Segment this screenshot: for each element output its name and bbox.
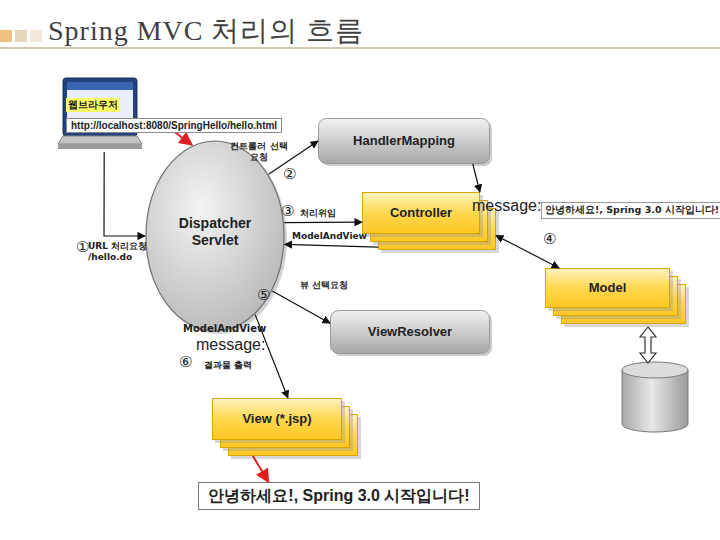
header-rule (0, 47, 720, 49)
message-label: message: (472, 197, 541, 215)
flow-connector (473, 164, 480, 192)
node-text: Dispatcher Servlet (163, 215, 267, 249)
node-text: Controller (390, 205, 452, 221)
data-access-arrow (640, 327, 656, 363)
node-text: 웹브라우저 (66, 98, 120, 112)
view-jsp-box: View (*.jsp) (212, 398, 358, 456)
node-outline (545, 268, 686, 324)
edge-label: URL 처리요청 /hello.do (88, 241, 150, 263)
web-browser: 웹브라우저http://localhost:8080/SpringHello/h… (58, 76, 142, 152)
model-and-view-label: ModelAndView (183, 323, 266, 334)
message-label: message: (196, 336, 265, 354)
flow-connector (285, 244, 378, 247)
edge-label: 뷰 선택요청 (300, 280, 370, 291)
database-cylinder (622, 362, 688, 432)
callout-number: ② (283, 165, 296, 183)
node-text: HandlerMapping (353, 133, 455, 149)
edge-label: ModelAndView (292, 231, 372, 242)
callout-number: ③ (281, 202, 294, 220)
edge-label: 결과물 출력 (204, 360, 264, 371)
callout-number: ⑥ (179, 353, 192, 371)
edge-label: 처리위임 (300, 208, 360, 219)
node-text: View (*.jsp) (242, 411, 311, 427)
flow-connector (253, 456, 269, 482)
edge-label: 컨트롤러 선택 요청 (226, 141, 292, 163)
view-resolver: ViewResolver (330, 310, 490, 354)
callout-number: ① (76, 238, 89, 256)
header-square (15, 30, 27, 42)
callout-number: ④ (543, 230, 556, 248)
header-square (0, 30, 12, 42)
output-result: 안녕하세요!, Spring 3.0 시작입니다! (198, 482, 480, 510)
callout-number: ⑤ (257, 286, 270, 304)
handler-mapping: HandlerMapping (318, 118, 490, 164)
node-text: Model (589, 280, 627, 296)
node-outline (58, 76, 142, 152)
flow-connector (272, 291, 330, 323)
model-box: Model (545, 268, 686, 324)
header-square (30, 30, 42, 42)
node-text: 안녕하세요!, Spring 3.0 시작입니다! (208, 486, 469, 505)
node-outline (212, 398, 358, 456)
node-text: http://localhost:8080/SpringHello/hello.… (66, 118, 282, 133)
node-text: ViewResolver (368, 324, 452, 340)
slide-title: Spring MVC 처리의 흐름 (48, 12, 364, 50)
message-value: 안녕하세요!, Spring 3.0 시작입니다! (541, 202, 720, 219)
flow-connector (104, 152, 145, 236)
flow-connector (284, 222, 362, 224)
